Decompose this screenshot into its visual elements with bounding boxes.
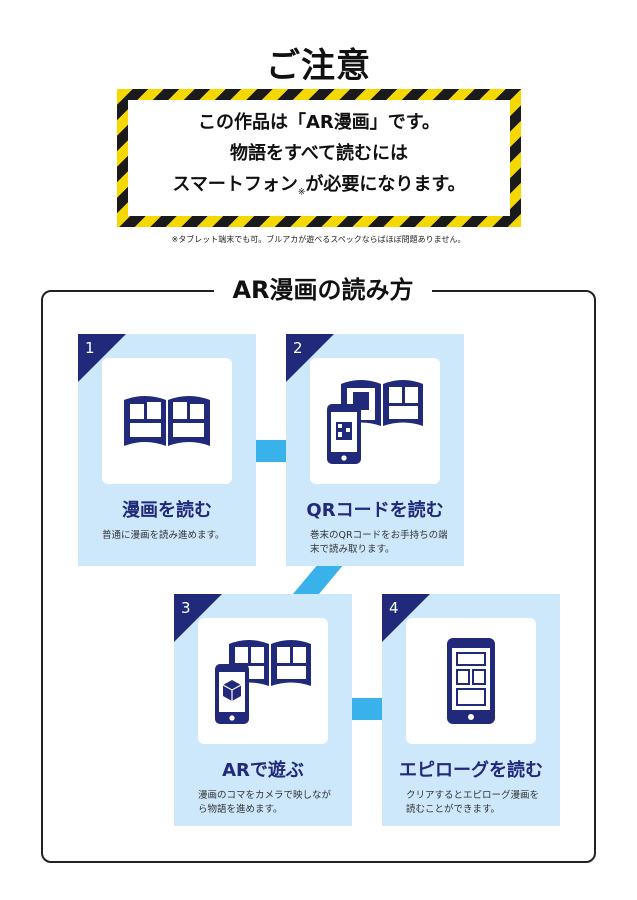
page-title: ご注意 xyxy=(266,46,371,86)
step-number: 1 xyxy=(85,339,95,357)
connector-1-2 xyxy=(256,440,286,462)
notice-line-2: 物語をすべて読むには xyxy=(229,143,409,165)
caution-notice: この作品は「AR漫画」です。 物語をすべて読むには スマートフォン※が必要になり… xyxy=(128,100,510,216)
step-card-3: 3 ARで遊ぶ 漫画のコマをカメラで映しながら物語を進めます。 xyxy=(174,594,352,826)
step-number: 4 xyxy=(389,599,399,617)
step-title: 漫画を読む xyxy=(122,500,212,521)
step-icon-box xyxy=(310,358,440,484)
step-number: 2 xyxy=(293,339,303,357)
step-description: 普通に漫画を読み進めます。 xyxy=(102,530,225,541)
step-icon-box xyxy=(406,618,536,744)
step-description: クリアするとエピローグ漫画を読むことができます。 xyxy=(406,790,540,815)
step-icon-box xyxy=(102,358,232,484)
caution-frame: この作品は「AR漫画」です。 物語をすべて読むには スマートフォン※が必要になり… xyxy=(117,89,521,227)
step-description: 漫画のコマをカメラで映しながら物語を進めます。 xyxy=(198,790,332,815)
how-to-title: AR漫画の読み方 xyxy=(214,272,432,308)
open-book-icon xyxy=(124,396,210,446)
step-description: 巻末のQRコードをお手持ちの端末で読み取ります。 xyxy=(310,530,448,555)
step-title: QRコードを読む xyxy=(306,500,444,521)
step-card-2: 2 QRコードを読む 巻末のQRコードをお手持ちの端末で読み取ります。 xyxy=(286,334,464,566)
notice-line-1: この作品は「AR漫画」です。 xyxy=(198,112,440,134)
step-icon-box xyxy=(198,618,328,744)
notice-line-3a: スマートフォン xyxy=(172,174,298,196)
connector-3-4 xyxy=(352,698,382,720)
step-card-4: 4 エピローグを読む クリアするとエピローグ漫画を読むことができます。 xyxy=(382,594,560,826)
step-title: エピローグを読む xyxy=(399,760,543,781)
phone-qr-book-icon xyxy=(327,380,423,464)
notice-line-3b: が必要になります。 xyxy=(305,174,466,196)
step-number: 3 xyxy=(181,599,191,617)
phone-ar-cube-book-icon xyxy=(215,640,311,724)
step-card-1: 1 漫画を読む 普通に漫画を読み進めます。 xyxy=(78,334,256,566)
phone-comic-icon xyxy=(447,638,495,724)
footnote: ※タブレット端末でも可。ブルアカが遊べるスペックならばほぼ問題ありません。 xyxy=(171,235,466,244)
notice-line-3: スマートフォン※が必要になります。 xyxy=(172,169,465,209)
step-title: ARで遊ぶ xyxy=(222,760,304,781)
notice-mark: ※ xyxy=(297,187,306,198)
